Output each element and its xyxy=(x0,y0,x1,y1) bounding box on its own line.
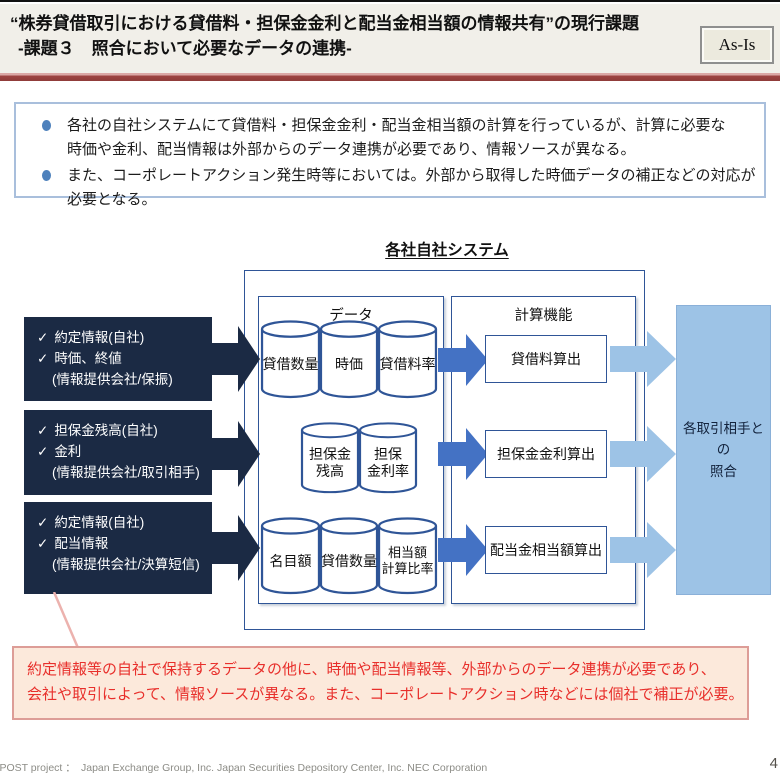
db-cylinder-icon: 貸借数量 xyxy=(260,320,321,399)
check-icon: ✓ xyxy=(37,350,49,366)
db-cylinder-icon: 担保金利率 xyxy=(358,422,418,494)
flow-arrow-dark-icon xyxy=(212,515,260,581)
db-cylinder-icon: 貸借料率 xyxy=(377,320,438,399)
callout-leader-line xyxy=(52,592,80,648)
summary-bullet-1: 各社の自社システムにて貸借料・担保金金利・配当金相当額の計算を行っているが、計算… xyxy=(30,114,756,162)
cylinder-label: 貸借数量 xyxy=(262,356,319,373)
flow-arrow-light-icon xyxy=(610,426,676,482)
input-row3-line1: 約定情報(自社) xyxy=(54,515,145,530)
input-row1-line1: 約定情報(自社) xyxy=(54,330,145,345)
summary-bullet-2-text: また、コーポレートアクション発生時等においては。外部から取得した時価データの補正… xyxy=(67,167,756,208)
db-cylinder-icon: 貸借数量 xyxy=(319,517,379,595)
cylinder-label: 名目額 xyxy=(269,552,312,569)
db-cylinder-icon: 相当額計算比率 xyxy=(377,517,438,595)
bullet-icon xyxy=(42,120,51,131)
page-title-line2: -課題３ 照合において必要なデータの連携- xyxy=(18,38,352,58)
summary-bullet-1-line2: 時価や金利、配当情報は外部からのデータ連携が必要であり、情報ソースが異なる。 xyxy=(67,141,636,158)
calc-box-row2: 担保金金利算出 xyxy=(485,430,607,478)
summary-box: 各社の自社システムにて貸借料・担保金金利・配当金相当額の計算を行っているが、計算… xyxy=(14,102,766,208)
footer-credit: -POST project ： Japan Exchange Group, In… xyxy=(0,762,488,774)
check-icon: ✓ xyxy=(37,423,49,438)
flow-arrow-blue-icon xyxy=(438,428,488,480)
input-row1-line2: 時価、終値 xyxy=(54,350,122,366)
input-box-row1: ✓ 約定情報(自社) ✓ 時価、終値 (情報提供会社/保振) xyxy=(24,317,212,401)
output-line1: 各取引相手との xyxy=(683,420,764,458)
cylinder-label: 担保 xyxy=(374,446,402,463)
bullet-icon xyxy=(42,170,51,181)
flow-arrow-light-icon xyxy=(610,522,676,578)
db-cylinder-icon: 担保金残高 xyxy=(300,422,360,494)
db-cylinder-icon: 時価 xyxy=(319,320,379,399)
calc-box-row1: 貸借料算出 xyxy=(485,335,607,383)
flow-arrow-light-icon xyxy=(610,331,676,387)
calc-panel-header: 計算機能 xyxy=(514,308,573,324)
output-reconciliation-box: 各取引相手との 照合 xyxy=(676,305,771,595)
input-row3-line2: 配当情報 xyxy=(54,535,109,551)
check-icon: ✓ xyxy=(37,330,49,345)
input-box-row2: ✓ 担保金残高(自社) ✓ 金利 (情報提供会社/取引相手) xyxy=(24,410,212,495)
summary-bullet-1-text: 各社の自社システムにて貸借料・担保金金利・配当金相当額の計算を行っているが、計算… xyxy=(67,114,726,162)
check-icon: ✓ xyxy=(37,515,49,530)
input-row2-line2: 金利 xyxy=(54,443,82,459)
page-title-line1: “株券貸借取引における貸借料・担保金金利と配当金相当額の情報共有”の現行課題 xyxy=(10,14,639,33)
note-box: 約定情報等の自社で保持するデータの他に、時価や配当情報等、外部からのデータ連携が… xyxy=(12,646,749,720)
cylinder-label: 担保金 xyxy=(309,446,351,463)
page-title: “株券貸借取引における貸借料・担保金金利と配当金相当額の情報共有”の現行課題 -… xyxy=(10,12,690,61)
cylinder-label: 貸借料率 xyxy=(379,356,436,373)
title-divider-bar xyxy=(0,73,780,81)
check-icon: ✓ xyxy=(37,443,49,459)
cylinder-label: 相当額 xyxy=(387,545,427,561)
input-row1-source: (情報提供会社/保振) xyxy=(52,371,173,387)
flow-arrow-blue-icon xyxy=(438,524,488,576)
input-row3-source: (情報提供会社/決算短信) xyxy=(52,556,200,572)
cylinder-label: 貸借数量 xyxy=(321,552,377,569)
note-line2: 会社や取引によって、情報ソースが異なる。また、コーポレートアクション時などには個… xyxy=(27,685,744,703)
db-cylinder-icon: 名目額 xyxy=(260,517,321,595)
calc-box-row3: 配当金相当額算出 xyxy=(485,526,607,574)
page-number: 4 xyxy=(769,755,778,772)
flow-arrow-dark-icon xyxy=(212,326,260,392)
flow-arrow-blue-icon xyxy=(438,334,488,386)
summary-bullet-2: また、コーポレートアクション発生時等においては。外部から取得した時価データの補正… xyxy=(30,164,756,212)
flow-arrow-dark-icon xyxy=(212,421,260,487)
check-icon: ✓ xyxy=(37,535,49,551)
input-box-row3: ✓ 約定情報(自社) ✓ 配当情報 (情報提供会社/決算短信) xyxy=(24,502,212,594)
system-title: 各社自社システム xyxy=(385,242,509,259)
data-panel-header: データ xyxy=(329,308,373,324)
input-row2-line1: 担保金残高(自社) xyxy=(54,423,158,438)
summary-bullet-1-line1: 各社の自社システムにて貸借料・担保金金利・配当金相当額の計算を行っているが、計算… xyxy=(67,117,726,134)
note-line1: 約定情報等の自社で保持するデータの他に、時価や配当情報等、外部からのデータ連携が… xyxy=(27,661,716,678)
as-is-tag: As-Is xyxy=(700,26,774,64)
output-line2: 照合 xyxy=(710,463,737,479)
cylinder-label: 時価 xyxy=(335,356,363,373)
header-band xyxy=(0,4,780,73)
input-row2-source: (情報提供会社/取引相手) xyxy=(52,464,200,480)
